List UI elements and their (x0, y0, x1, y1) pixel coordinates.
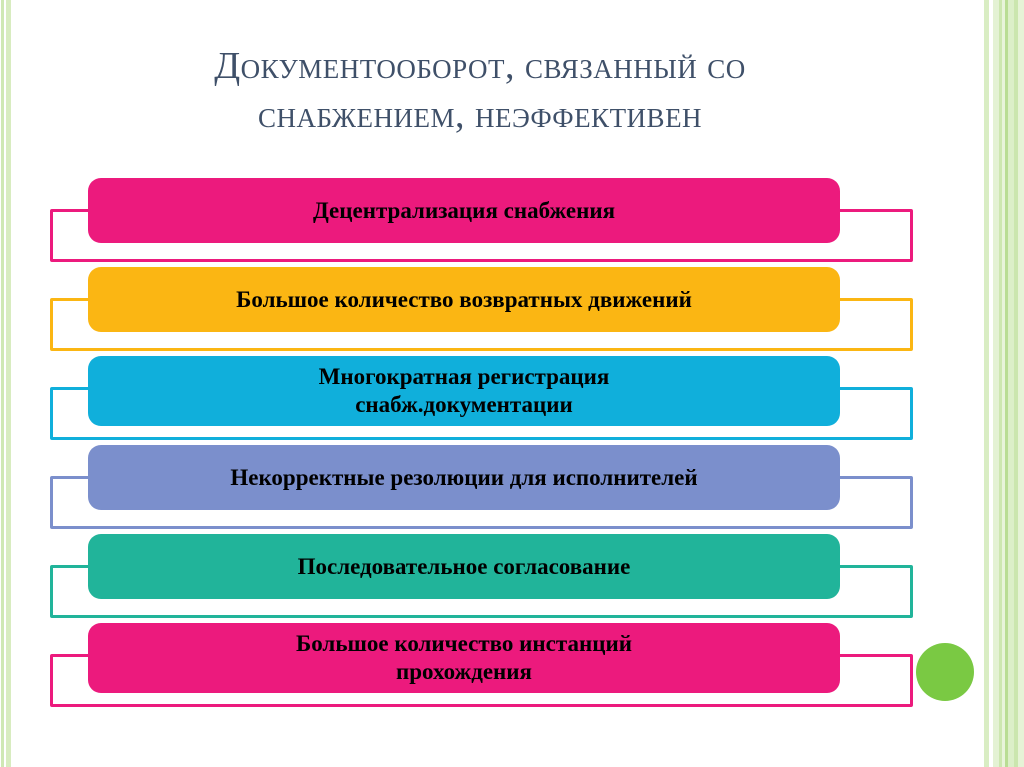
item-bar: Многократная регистрация снабж.документа… (88, 356, 840, 426)
item-bar: Большое количество возвратных движений (88, 267, 840, 332)
item-bar: Последовательное согласование (88, 534, 840, 599)
item-label: Большое количество возвратных движений (236, 286, 692, 312)
item-label: Многократная регистрация снабж.документа… (318, 364, 610, 417)
item-label: Некорректные резолюции для исполнителей (230, 464, 698, 490)
list-item: Большое количество возвратных движений (0, 267, 1024, 356)
list-item: Децентрализация снабжения (0, 178, 1024, 267)
list-item: Многократная регистрация снабж.документа… (0, 356, 1024, 445)
item-bar: Большое количество инстанций прохождения (88, 623, 840, 693)
list-item: Некорректные резолюции для исполнителей (0, 445, 1024, 534)
item-bar: Некорректные резолюции для исполнителей (88, 445, 840, 510)
issue-list: Децентрализация снабжения Большое количе… (0, 178, 1024, 712)
page-title: Документооборот, связанный со снабжением… (214, 45, 746, 136)
item-label: Децентрализация снабжения (312, 197, 616, 223)
item-label: Большое количество инстанций прохождения (296, 631, 632, 684)
list-item: Большое количество инстанций прохождения (0, 623, 1024, 712)
item-bar: Децентрализация снабжения (88, 178, 840, 243)
list-item: Последовательное согласование (0, 534, 1024, 623)
item-label: Последовательное согласование (297, 553, 631, 579)
green-circle-decoration (916, 643, 974, 701)
